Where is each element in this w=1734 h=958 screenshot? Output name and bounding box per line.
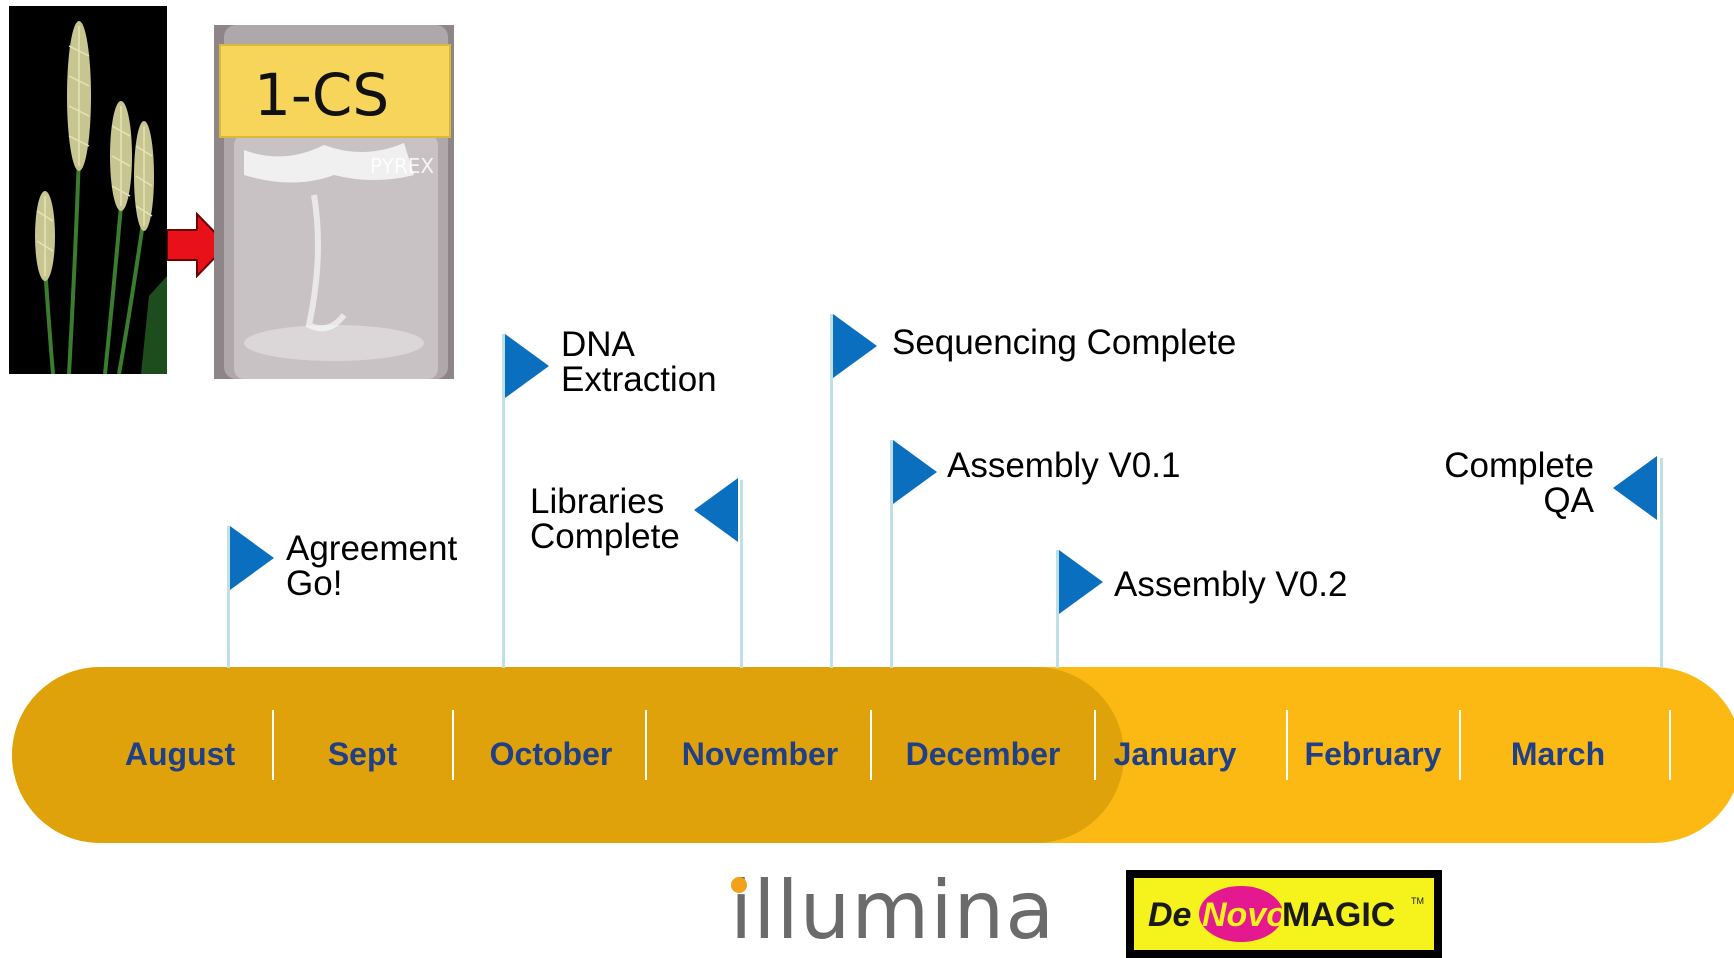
milestone-dna-extraction-label: DNA Extraction	[561, 325, 717, 399]
flag-right-icon	[893, 440, 937, 504]
flag-right-icon	[833, 314, 877, 378]
milestone-libraries-label: Libraries Complete	[530, 482, 680, 556]
beaker-photo: 1-CS PYREX	[214, 25, 454, 379]
milestone-pole	[227, 526, 230, 668]
month-label: October	[489, 736, 613, 772]
denovo-de-text: De	[1148, 896, 1191, 934]
illumina-dots-icon	[731, 877, 747, 893]
denovomagic-logo: De Novo MAGIC TM	[1126, 870, 1442, 958]
denovo-magic-text: MAGIC	[1282, 896, 1395, 934]
timeline-bar-completed	[12, 667, 1124, 843]
month-divider	[1669, 710, 1671, 780]
beaker-label-text: 1-CS	[254, 61, 389, 129]
wheat-photo	[9, 6, 167, 374]
milestone-complete-qa-label: Complete QA	[1444, 446, 1594, 520]
month-divider	[1286, 710, 1288, 780]
milestone-pole	[890, 440, 893, 668]
illumina-logo: illumina	[730, 866, 1055, 956]
month-label: February	[1304, 736, 1442, 772]
milestone-agreement-label: Agreement Go!	[286, 529, 458, 603]
month-label: Sept	[327, 736, 398, 772]
denovo-tm-text: TM	[1411, 896, 1424, 906]
milestone-pole	[830, 314, 833, 668]
flag-left-icon	[1613, 456, 1657, 520]
flag-right-icon	[230, 526, 274, 590]
milestone-pole	[740, 480, 743, 668]
milestone-sequencing-label: Sequencing Complete	[892, 323, 1237, 362]
month-label: August	[124, 736, 236, 772]
flag-left-icon	[694, 478, 738, 542]
flag-right-icon	[505, 334, 549, 398]
illumina-logo-text: illumina	[730, 864, 1056, 957]
milestone-assembly-v01-label: Assembly V0.1	[947, 446, 1181, 485]
month-divider	[645, 710, 647, 780]
month-divider	[452, 710, 454, 780]
month-label: November	[681, 736, 839, 772]
month-divider	[870, 710, 872, 780]
denovo-novo-text: Novo	[1202, 896, 1287, 934]
month-label: December	[905, 736, 1061, 772]
month-label: January	[1113, 736, 1237, 772]
milestone-pole	[502, 334, 505, 668]
month-divider	[1459, 710, 1461, 780]
month-divider	[1094, 710, 1096, 780]
right-arrow-icon	[167, 212, 229, 278]
month-divider	[272, 710, 274, 780]
milestone-pole	[1056, 550, 1059, 668]
flag-right-icon	[1059, 550, 1103, 614]
milestone-pole	[1660, 458, 1663, 668]
milestone-assembly-v02-label: Assembly V0.2	[1114, 565, 1348, 604]
month-label: March	[1510, 736, 1606, 772]
